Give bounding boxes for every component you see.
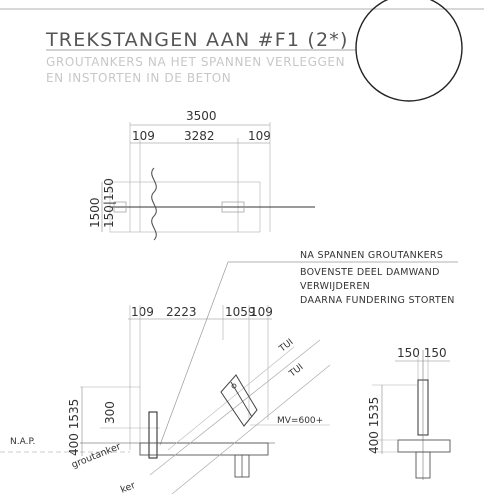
- section-view: 109 2223 1059 109 N.A.P. 400 1535 300: [0, 305, 331, 494]
- revision-circle: [355, 0, 463, 102]
- dim-right-109: 109: [248, 129, 271, 143]
- detail-dim-400-1535: 400 1535: [367, 397, 381, 454]
- note-line-1: NA SPANNEN GROUTANKERS: [300, 250, 443, 261]
- sec-dim-109: 109: [250, 305, 273, 319]
- dim-150-150: 150|150: [102, 178, 116, 228]
- sheet-pile-wave: [151, 167, 157, 241]
- page-title: TREKSTANGEN AAN #F1 (2*): [45, 29, 349, 51]
- sec-dim-left-109: 109: [131, 305, 154, 319]
- nap-label: N.A.P.: [10, 437, 35, 447]
- top-view: 3500 109 3282 109 1500 150|150: [88, 109, 315, 241]
- groutanker-label-2: ker: [119, 480, 137, 494]
- mv-label: MV=600+: [277, 416, 323, 426]
- dim-left-109: 109: [132, 129, 155, 143]
- tui-label-2: TUI: [287, 362, 306, 380]
- anchor-plate: [221, 201, 245, 213]
- foundation-beam: [139, 442, 269, 456]
- sec-dim-2223: 2223: [166, 305, 197, 319]
- dim-height-1500: 1500: [88, 197, 102, 228]
- dim-middle-3282: 3282: [184, 129, 215, 143]
- anchor-bolt: [231, 383, 237, 389]
- subtitle-line-1: GROUTANKERS NA HET SPANNEN VERLEGGEN: [46, 55, 345, 69]
- tie-rod-1: [149, 339, 321, 476]
- sec-dim-1059: 1059: [225, 305, 256, 319]
- anchor-plate-left: [113, 201, 127, 213]
- detail-dim-150-150: 150 150: [397, 346, 447, 360]
- anchor-block: [220, 374, 258, 427]
- note-line-3: VERWIJDEREN: [300, 281, 370, 292]
- sec-dim-400-1535: 400 1535: [67, 399, 81, 456]
- note-block: NA SPANNEN GROUTANKERS BOVENSTE DEEL DAM…: [300, 250, 455, 306]
- subtitle-line-2: EN INSTORTEN IN DE BETON: [46, 71, 231, 85]
- sheet-pile-wall: [148, 411, 158, 459]
- note-line-4: DAARNA FUNDERING STORTEN: [300, 295, 455, 306]
- sec-dim-300: 300: [103, 401, 117, 424]
- tui-label-1: TUI: [277, 337, 296, 355]
- tie-rod-2: [171, 364, 331, 494]
- detail-pile: [415, 451, 431, 479]
- note-leader: [159, 261, 229, 446]
- detail-foundation: [397, 439, 451, 453]
- dim-total: 3500: [186, 109, 217, 123]
- tie-rod-3: [167, 346, 295, 451]
- detail-view: 150 150 400 1535: [367, 346, 451, 480]
- note-line-2: BOVENSTE DEEL DAMWAND: [300, 267, 440, 278]
